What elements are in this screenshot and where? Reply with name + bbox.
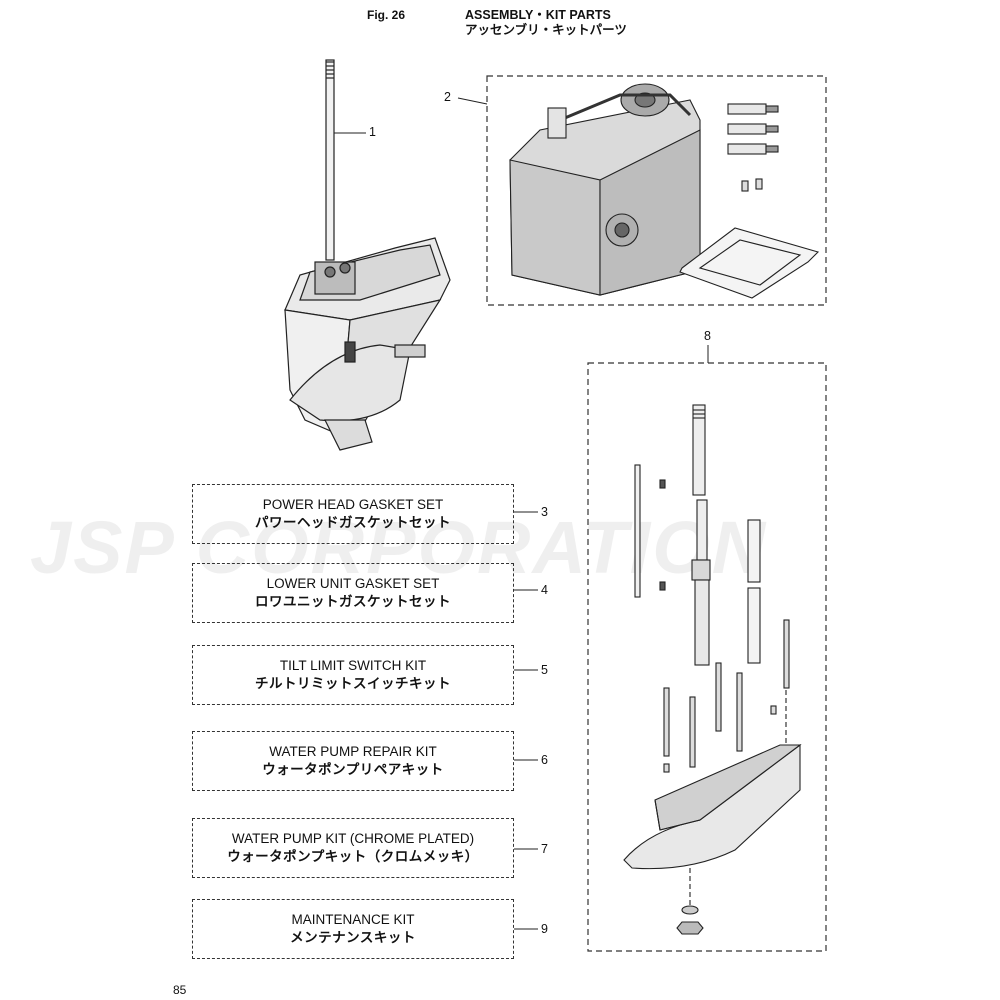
kit-box-water-pump-kit-chrome-plated: WATER PUMP KIT (CHROME PLATED) ウォータポンプキッ… (192, 818, 514, 878)
gearcase-kit-frame (587, 362, 827, 952)
callout-4: 4 (541, 583, 548, 597)
callout-5: 5 (541, 663, 548, 677)
kit-name-en: WATER PUMP REPAIR KIT (269, 744, 437, 759)
kit-box-power-head-gasket-set: POWER HEAD GASKET SET パワーヘッドガスケットセット (192, 484, 514, 544)
kit-name-en: LOWER UNIT GASKET SET (266, 576, 440, 591)
kit-name-jp: チルトリミットスイッチキット (255, 676, 451, 691)
page-title-jp: アッセンブリ・キットパーツ (465, 23, 627, 37)
kit-name-jp: ウォータポンプリペアキット (262, 762, 444, 777)
kit-name-jp: ロワユニットガスケットセット (255, 594, 451, 609)
callout-1: 1 (369, 125, 376, 139)
kit-box-water-pump-repair-kit: WATER PUMP REPAIR KIT ウォータポンプリペアキット (192, 731, 514, 791)
kit-name-jp: ウォータポンプキット（クロムメッキ） (227, 849, 479, 864)
page-number: 85 (173, 983, 187, 997)
lower-unit-illustration (284, 59, 451, 451)
callout-6: 6 (541, 753, 548, 767)
page-title: ASSEMBLY・KIT PARTS アッセンブリ・キットパーツ (465, 8, 627, 38)
kit-box-tilt-limit-switch-kit: TILT LIMIT SWITCH KIT チルトリミットスイッチキット (192, 645, 514, 705)
callout-9: 9 (541, 922, 548, 936)
callout-leader-2 (457, 97, 488, 105)
callout-7: 7 (541, 842, 548, 856)
kit-callout-leaders (514, 511, 538, 930)
watermark: JSP CORPORATION (30, 506, 768, 589)
callout-3: 3 (541, 505, 548, 519)
kit-name-en: WATER PUMP KIT (CHROME PLATED) (231, 831, 475, 846)
kit-name-en: TILT LIMIT SWITCH KIT (279, 658, 427, 673)
power-head-illustration (509, 83, 820, 299)
power-head-frame (486, 75, 827, 306)
kit-name-en: MAINTENANCE KIT (291, 912, 415, 927)
gearcase-kit-illustration (623, 404, 802, 935)
kit-box-lower-unit-gasket-set: LOWER UNIT GASKET SET ロワユニットガスケットセット (192, 563, 514, 623)
callout-8: 8 (704, 329, 711, 343)
page-title-en: ASSEMBLY・KIT PARTS (465, 8, 611, 22)
kit-name-jp: パワーヘッドガスケットセット (255, 515, 451, 530)
figure-label: Fig. 26 (367, 8, 406, 22)
kit-name-jp: メンテナンスキット (290, 930, 416, 945)
kit-name-en: POWER HEAD GASKET SET (262, 497, 444, 512)
kit-box-maintenance-kit: MAINTENANCE KIT メンテナンスキット (192, 899, 514, 959)
callout-2: 2 (444, 90, 451, 104)
